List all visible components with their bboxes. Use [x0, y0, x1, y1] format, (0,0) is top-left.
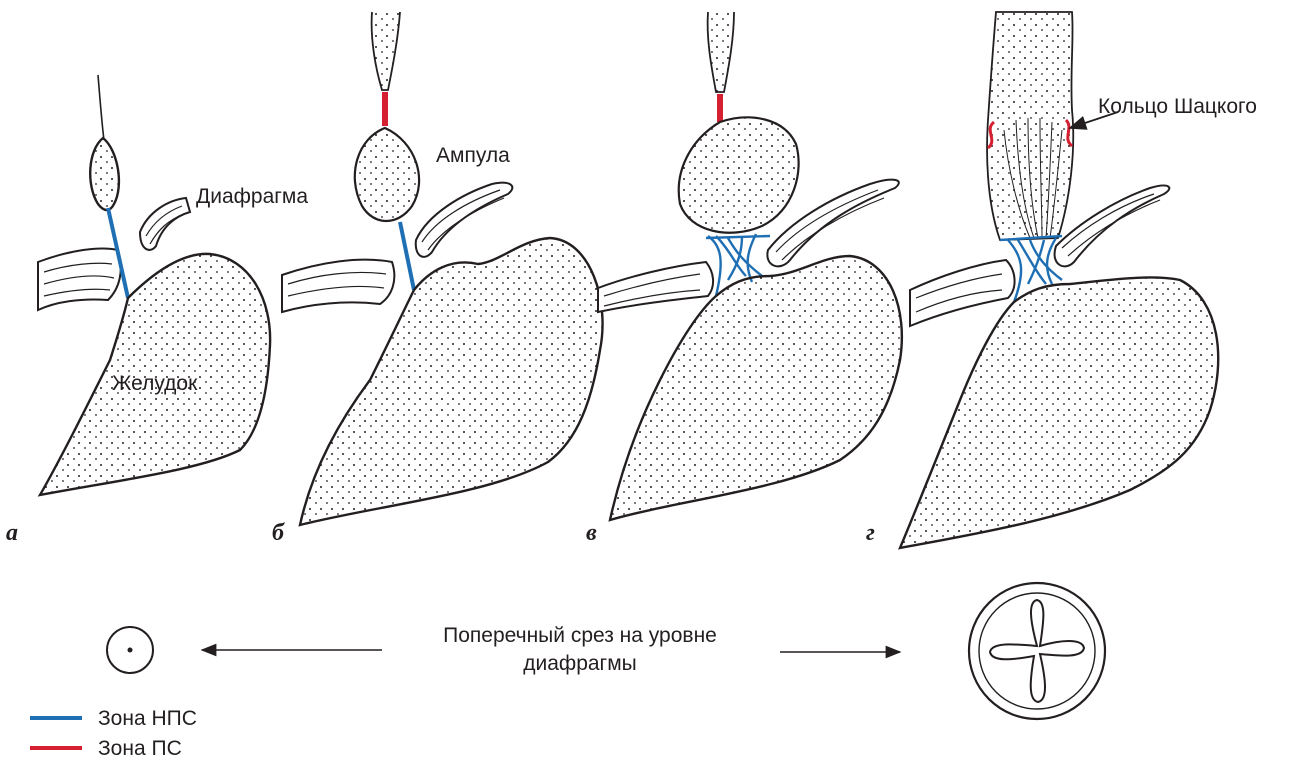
diaphragm-right-crus: [1055, 186, 1170, 267]
esophagus-g: [987, 12, 1073, 240]
panel-a: Желудок Диафрагма а: [6, 75, 308, 546]
panel-g: Кольцо Шацкого г: [866, 12, 1257, 548]
diaphragm-right-crus: [140, 198, 190, 250]
esophagus-b: [372, 12, 400, 90]
panel-b: Ампула б: [272, 12, 603, 546]
diaphragm-left-crus: [598, 262, 713, 312]
ampulla-label: Ампула: [436, 144, 510, 167]
diaphragm-right-crus: [416, 183, 513, 257]
stomach-g: [900, 277, 1218, 548]
stomach-label: Желудок: [112, 372, 198, 395]
panel-letter-b: б: [272, 520, 285, 546]
cross-section-caption-line1: Поперечный срез на уровне: [443, 624, 717, 647]
schatzki-ring-label: Кольцо Шацкого: [1098, 95, 1257, 118]
esophagus-v: [708, 12, 734, 92]
diaphragm-left-crus: [910, 260, 1015, 326]
diaphragm-left-crus: [282, 260, 394, 312]
diaphragm-label: Диафрагма: [196, 185, 308, 208]
cross-section-row: Поперечный срез на уровне диафрагмы: [107, 583, 1105, 719]
panel-letter-v: в: [586, 520, 597, 546]
ampulla-b: [355, 128, 419, 221]
legend: Зона НПС Зона ПС: [30, 707, 197, 760]
diaphragm-left-crus: [38, 249, 121, 311]
ampulla-v: [679, 117, 799, 232]
legend-label-ps: Зона ПС: [98, 737, 182, 760]
legend-label-les: Зона НПС: [98, 707, 197, 730]
panel-letter-g: г: [866, 520, 875, 546]
cross-section-caption-line2: диафрагмы: [523, 652, 637, 675]
panel-letter-a: а: [6, 520, 18, 546]
panel-v: в: [586, 12, 902, 546]
